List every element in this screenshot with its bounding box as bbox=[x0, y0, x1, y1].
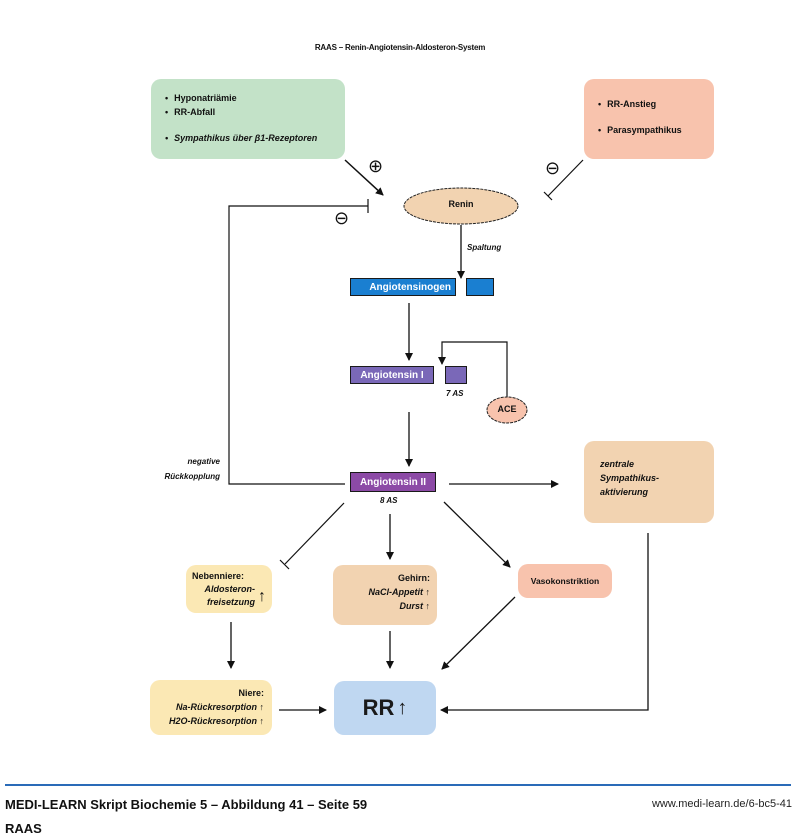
stimulus-item: Sympathikus über β1-Rezeptoren bbox=[165, 131, 331, 145]
brain-line-2: Durst bbox=[399, 601, 423, 611]
angiotensinogen-label: Angiotensinogen bbox=[369, 281, 451, 293]
minus-sign-icon: ⊖ bbox=[545, 158, 561, 178]
angiotensin1-bar: Angiotensin I bbox=[350, 366, 434, 384]
blood-pressure-label: RR bbox=[362, 695, 395, 720]
up-arrow-icon: ↑ bbox=[425, 601, 431, 611]
activation-arrow bbox=[344, 159, 384, 196]
up-arrow-icon: ↑ bbox=[259, 716, 265, 726]
kidney-line-1: Na-Rückresorption bbox=[175, 702, 257, 712]
feedback-minus-icon: ⊖ bbox=[334, 208, 350, 228]
blood-pressure-box: RR ↑ bbox=[334, 681, 436, 735]
brain-heading: Gehirn: bbox=[397, 573, 430, 583]
inhibitor-box: RR-Anstieg Parasympathikus bbox=[584, 79, 714, 159]
vasoconstriction-label: Vasokonstriktion bbox=[530, 576, 600, 586]
ace-label: ACE bbox=[497, 404, 517, 414]
angiotensin2-bar: Angiotensin II bbox=[350, 472, 436, 492]
feedback-label-2: Rückkopplung bbox=[164, 472, 220, 481]
kidney-line-2: H2O-Rückresorption bbox=[168, 716, 257, 726]
adrenal-box: Nebenniere: Aldosteron- freisetzung ↑ bbox=[186, 565, 272, 613]
renin-ellipse bbox=[403, 187, 519, 225]
angiotensin2-aa-label: 8 AS bbox=[380, 496, 398, 505]
brain-box: Gehirn: NaCl-Appetit ↑ Durst ↑ bbox=[333, 565, 437, 625]
central-line-3: aktivierung bbox=[600, 487, 649, 497]
stimulus-box: Hyponatriämie RR-Abfall Sympathikus über… bbox=[151, 79, 345, 159]
adrenal-line-1: Aldosteron- bbox=[204, 584, 256, 594]
angiotensin2-label: Angiotensin II bbox=[359, 476, 427, 488]
inhibitor-item: RR-Anstieg bbox=[598, 97, 700, 111]
kidney-box: Niere: Na-Rückresorption ↑ H2O-Rückresor… bbox=[150, 680, 272, 735]
renin-label: Renin bbox=[448, 199, 474, 209]
inhibitor-item: Parasympathikus bbox=[598, 123, 700, 137]
angiotensin1-fragment bbox=[445, 366, 467, 384]
central-line-2: Sympathikus- bbox=[600, 473, 660, 483]
footer-title: RAAS bbox=[5, 821, 42, 836]
feedback-label-1: negative bbox=[187, 457, 220, 466]
footer-caption: MEDI-LEARN Skript Biochemie 5 – Abbildun… bbox=[5, 797, 368, 812]
plus-sign-icon: ⊕ bbox=[368, 156, 384, 176]
diagram-title: RAAS – Renin-Angiotensin-Aldosteron-Syst… bbox=[314, 43, 486, 52]
inhibition-line bbox=[547, 159, 584, 197]
kidney-heading: Niere: bbox=[238, 688, 264, 698]
cleavage-label: Spaltung bbox=[467, 243, 502, 252]
feedback-loop bbox=[228, 205, 368, 485]
brain-line-1: NaCl-Appetit bbox=[368, 587, 423, 597]
angiotensin1-label: Angiotensin I bbox=[360, 369, 424, 381]
up-arrow-icon: ↑ bbox=[259, 702, 265, 712]
adrenal-heading: Nebenniere: bbox=[192, 571, 245, 581]
angiotensin1-aa-label: 7 AS bbox=[446, 389, 464, 398]
up-arrow-icon: ↑ bbox=[425, 587, 431, 597]
vasoconstriction-box: Vasokonstriktion bbox=[518, 564, 612, 598]
stimulus-item: RR-Abfall bbox=[165, 105, 331, 119]
up-arrow-icon: ↑ bbox=[258, 587, 266, 605]
ace-ellipse bbox=[486, 396, 528, 424]
stimulus-item: Hyponatriämie bbox=[165, 91, 331, 105]
angiotensinogen-fragment bbox=[466, 278, 494, 296]
ace-line bbox=[438, 341, 508, 398]
central-line-1: zentrale bbox=[600, 459, 635, 469]
angiotensinogen-bar: Angiotensinogen bbox=[350, 278, 456, 296]
footer-url-link[interactable]: www.medi-learn.de/6-bc5-41 bbox=[651, 798, 792, 810]
central-sympathetic-box: zentrale Sympathikus- aktivierung bbox=[584, 441, 714, 523]
up-arrow-icon: ↑ bbox=[397, 696, 408, 719]
footer-divider bbox=[5, 784, 791, 786]
adrenal-line-2: freisetzung bbox=[206, 597, 255, 607]
